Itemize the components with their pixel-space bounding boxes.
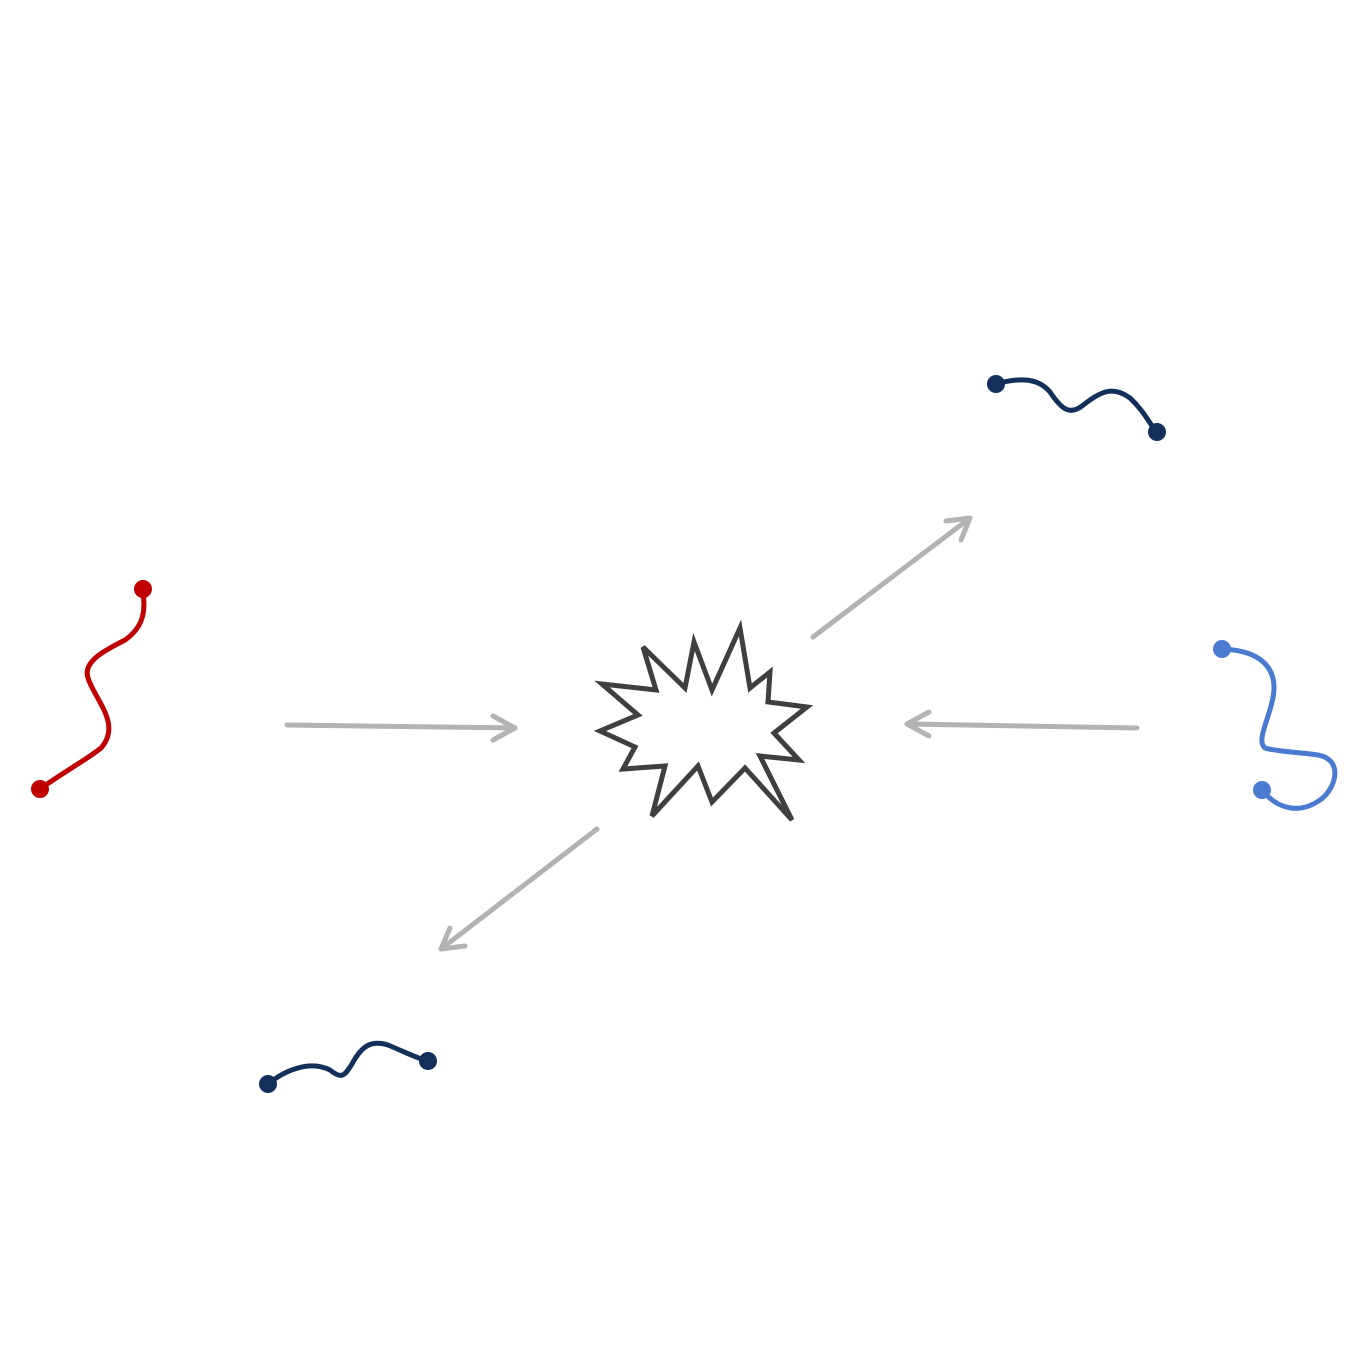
strand-endpoint: [987, 375, 1005, 393]
incoming-strand-left: [31, 580, 152, 798]
arrow-top-out: [810, 515, 973, 640]
strand-endpoint: [31, 780, 49, 798]
arrow-right-in: [904, 709, 1140, 739]
outgoing-strand-bottom: [259, 1040, 437, 1093]
outgoing-strand-top: [987, 375, 1166, 441]
strand-endpoint: [1213, 640, 1231, 658]
strand-endpoint: [1253, 781, 1271, 799]
incoming-strand-right: [1213, 640, 1338, 811]
collision-burst-icon: [593, 619, 814, 822]
arrow-bottom-out: [438, 826, 600, 952]
strand-endpoint: [1148, 423, 1166, 441]
strand-endpoint: [259, 1075, 277, 1093]
arrow-left-in: [284, 713, 518, 743]
strand-endpoint: [419, 1052, 437, 1070]
strand-endpoint: [134, 580, 152, 598]
